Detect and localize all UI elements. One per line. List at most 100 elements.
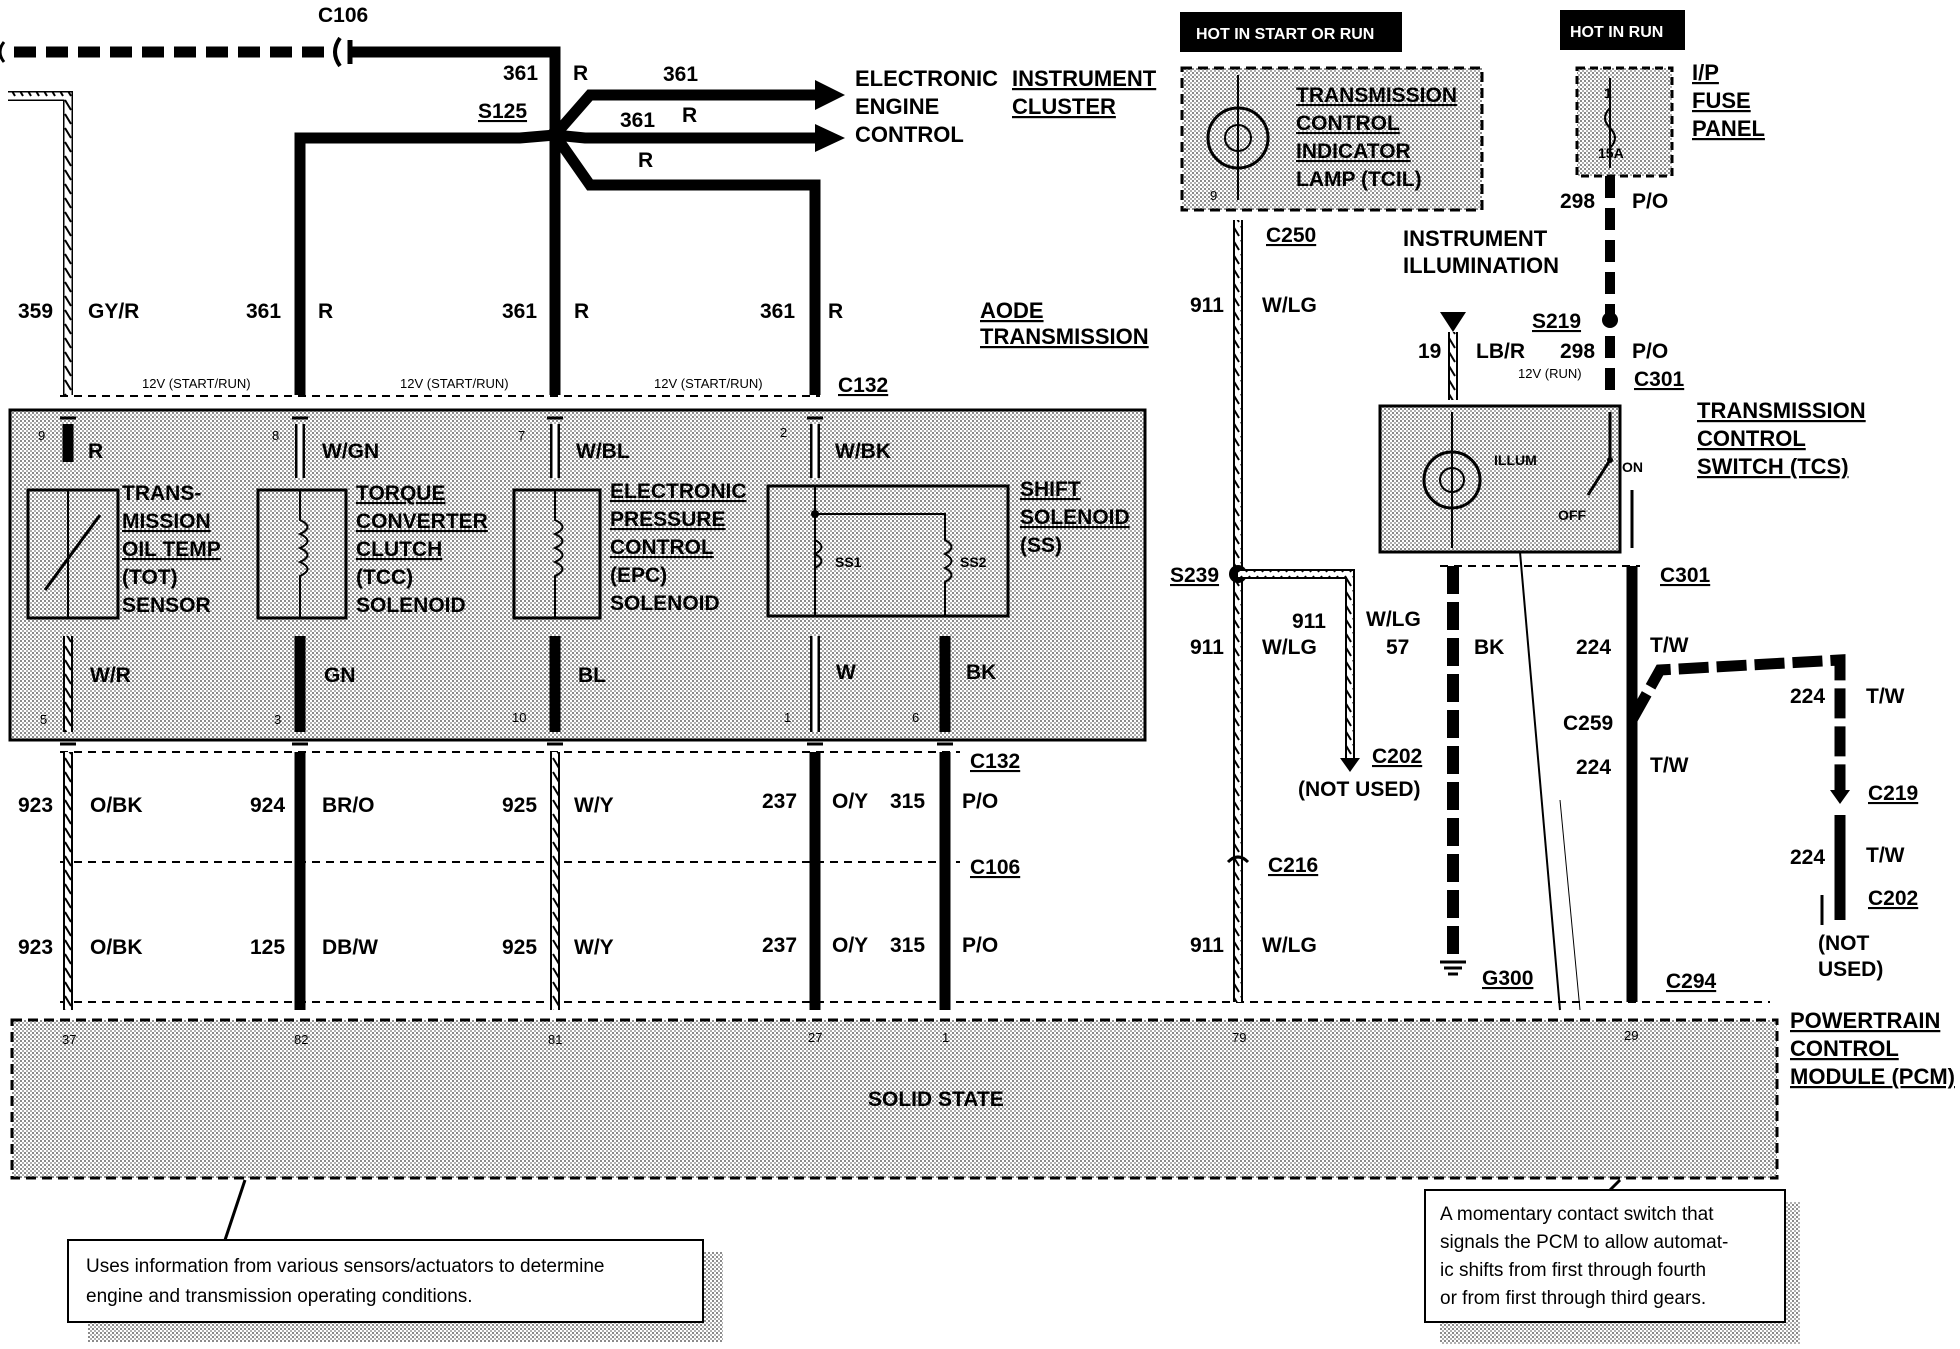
splice-s219 (1602, 312, 1618, 328)
svg-text:INDICATOR: INDICATOR (1296, 140, 1411, 163)
wire-224-label-c: 224 (1790, 685, 1825, 708)
wire-r-label-b: R (574, 300, 589, 323)
svg-text:INSTRUMENT: INSTRUMENT (1403, 226, 1548, 251)
tcc-solenoid-label: TORQUE CONVERTER CLUTCH (TCC) SOLENOID (356, 482, 488, 617)
tot-sensor-label: TRANS- MISSION OIL TEMP (TOT) SENSOR (122, 482, 221, 617)
svg-text:CONTROL: CONTROL (1790, 1036, 1899, 1061)
svg-text:SOLENOID: SOLENOID (610, 592, 720, 615)
fuse-panel-title: I/P FUSE PANEL (1692, 60, 1765, 141)
not-used-label-a: (NOT USED) (1298, 778, 1421, 801)
svg-text:(SS): (SS) (1020, 534, 1062, 557)
wire-gyr-label: GY/R (88, 300, 139, 323)
svg-text:A momentary contact switch tha: A momentary contact switch that (1440, 1204, 1714, 1225)
ground-g300-label: G300 (1482, 967, 1533, 990)
wire-224-label-d: 224 (1790, 846, 1825, 869)
svg-text:PANEL: PANEL (1692, 116, 1765, 141)
wire-57-label: 57 (1386, 636, 1409, 659)
tcs-box (1378, 404, 1622, 554)
instrument-cluster-title: INSTRUMENT CLUSTER (1012, 66, 1157, 119)
svg-text:SOLENOID: SOLENOID (1020, 506, 1130, 529)
ground-g300 (1440, 960, 1466, 976)
svg-text:PRESSURE: PRESSURE (610, 508, 726, 531)
pin-epc-top: 7 (518, 428, 525, 443)
svg-text:OIL TEMP: OIL TEMP (122, 538, 221, 561)
svg-text:CLUSTER: CLUSTER (1012, 94, 1116, 119)
svg-text:TRANS-: TRANS- (122, 482, 201, 505)
pcm-note-text: Uses information from various sensors/ac… (86, 1256, 605, 1307)
svg-text:(EPC): (EPC) (610, 564, 667, 587)
wire-361-label-b: 361 (502, 300, 537, 323)
wire-obk-label-a: O/BK (90, 794, 143, 817)
svg-text:CONTROL: CONTROL (610, 536, 714, 559)
wire-w-label: W (836, 661, 856, 684)
pin-tcc-bot: 3 (274, 712, 281, 727)
epc-solenoid-label: ELECTRONIC PRESSURE CONTROL (EPC) SOLENO… (610, 480, 747, 615)
svg-text:CONVERTER: CONVERTER (356, 510, 488, 533)
pin-pcm-82: 82 (294, 1032, 308, 1047)
wire-wgn-label: W/GN (322, 440, 379, 463)
connector-c219: C219 (1868, 782, 1918, 805)
svg-text:I/P: I/P (1692, 60, 1719, 85)
pin-ss2-bot: 6 (912, 710, 919, 725)
wire-359-label: 359 (18, 300, 53, 323)
svg-text:SOLENOID: SOLENOID (356, 594, 466, 617)
svg-text:SWITCH (TCS): SWITCH (TCS) (1697, 454, 1849, 479)
wire-911-label-b: 911 (1292, 610, 1326, 633)
pin-tot-bot: 5 (40, 712, 47, 727)
wire-224-label-b: 224 (1576, 756, 1611, 779)
svg-text:engine and transmission operat: engine and transmission operating condit… (86, 1286, 473, 1307)
svg-text:ELECTRONIC: ELECTRONIC (855, 66, 998, 91)
pcm-note-box (67, 1239, 704, 1323)
tcil-box (1180, 66, 1484, 212)
svg-text:SENSOR: SENSOR (122, 594, 211, 617)
solid-state-label: SOLID STATE (868, 1088, 1004, 1111)
ss2-label: SS2 (960, 554, 987, 570)
pin-tcc-top: 8 (272, 428, 279, 443)
pin-epc-bot: 10 (512, 710, 526, 725)
svg-text:LAMP (TCIL): LAMP (TCIL) (1296, 168, 1422, 191)
wire-923-label-b: 923 (18, 936, 53, 959)
wire-315-label-a: 315 (890, 790, 925, 813)
wire-298-label-a: 298 (1560, 190, 1595, 213)
wire-911-label-a: 911 (1190, 294, 1224, 317)
svg-text:TRANSMISSION: TRANSMISSION (1296, 84, 1457, 107)
wire-obk-label-b: O/BK (90, 936, 143, 959)
wire-oy-label-b: O/Y (832, 934, 868, 957)
svg-text:AODE: AODE (980, 298, 1044, 323)
wire-gn-label: GN (324, 664, 356, 687)
wire-361-label-e: 361 (663, 63, 698, 86)
svg-text:MISSION: MISSION (122, 510, 211, 533)
svg-text:FUSE: FUSE (1692, 88, 1751, 113)
wire-r-label-f: R (638, 149, 653, 172)
wire-bro-label: BR/O (322, 794, 375, 817)
pin-ss-top: 2 (780, 425, 787, 440)
svg-text:MODULE (PCM): MODULE (PCM) (1790, 1064, 1955, 1089)
shift-solenoid-label: SHIFT SOLENOID (SS) (1020, 478, 1130, 557)
wire-top-c106-feed (0, 36, 561, 135)
wire-lbr-label: LB/R (1476, 340, 1525, 363)
svg-text:CLUTCH: CLUTCH (356, 538, 442, 561)
connector-c250: C250 (1266, 224, 1316, 247)
hot-start-run-label: HOT IN START OR RUN (1196, 26, 1374, 43)
pin-pcm-29: 29 (1624, 1028, 1638, 1043)
fuse-box (1575, 66, 1674, 178)
wire-po-label-c: P/O (1632, 190, 1668, 213)
wire-359 (8, 91, 73, 395)
pin-pcm-37: 37 (62, 1032, 76, 1047)
wire-po-label-a: P/O (962, 790, 998, 813)
illum-label: ILLUM (1494, 452, 1537, 468)
svg-text:INSTRUMENT: INSTRUMENT (1012, 66, 1157, 91)
wire-wy-label-a: W/Y (574, 794, 614, 817)
eec-title: ELECTRONIC ENGINE CONTROL (855, 66, 998, 147)
v12-label-1: 12V (START/RUN) (142, 376, 251, 391)
wire-tw-label-b: T/W (1650, 754, 1689, 777)
wire-911-label-d: 911 (1190, 934, 1224, 957)
off-label: OFF (1558, 507, 1586, 523)
wire-wlg-label-d: W/LG (1262, 934, 1317, 957)
splice-s239-label: S239 (1170, 564, 1219, 587)
pin-tcil: 9 (1210, 188, 1217, 203)
fuse-num-label: 1 (1604, 85, 1612, 101)
splice-s219-label: S219 (1532, 310, 1581, 333)
